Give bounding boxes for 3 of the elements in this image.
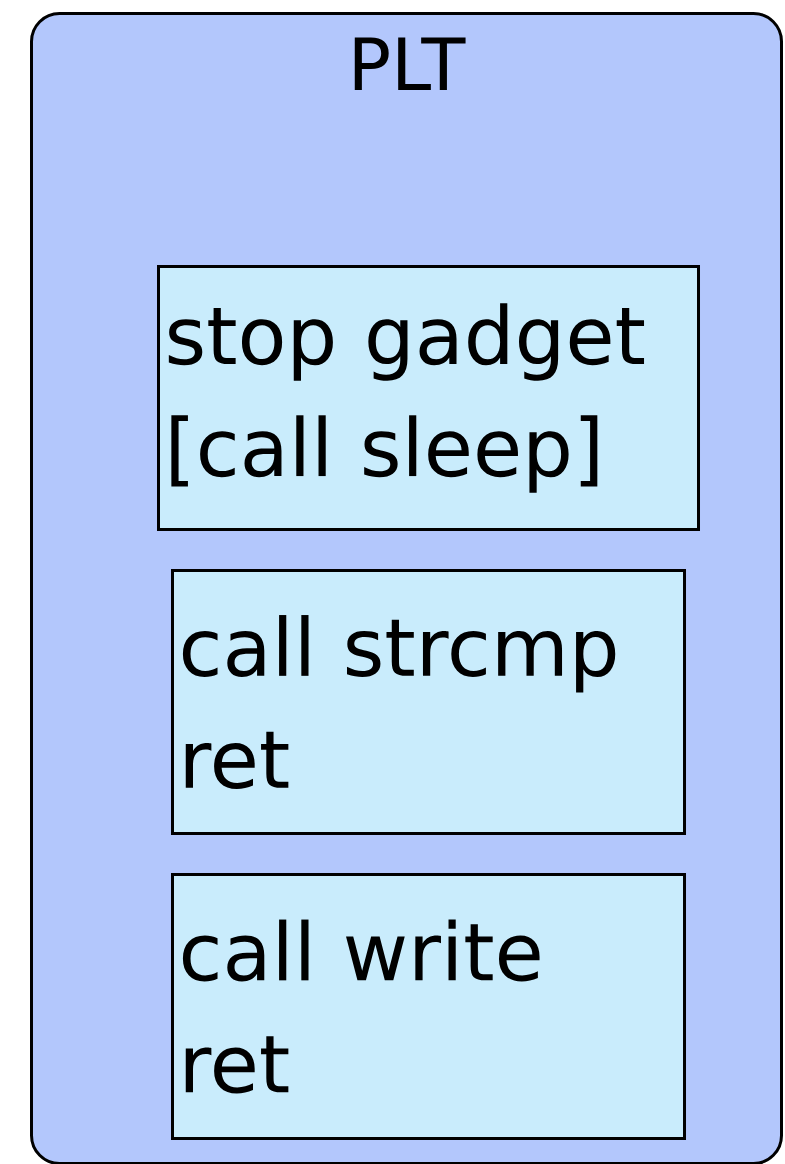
text-box: call strcmp ret xyxy=(171,569,686,835)
text-box: call write ret xyxy=(171,873,686,1140)
text-box: stop gadget [call sleep] xyxy=(157,265,700,531)
